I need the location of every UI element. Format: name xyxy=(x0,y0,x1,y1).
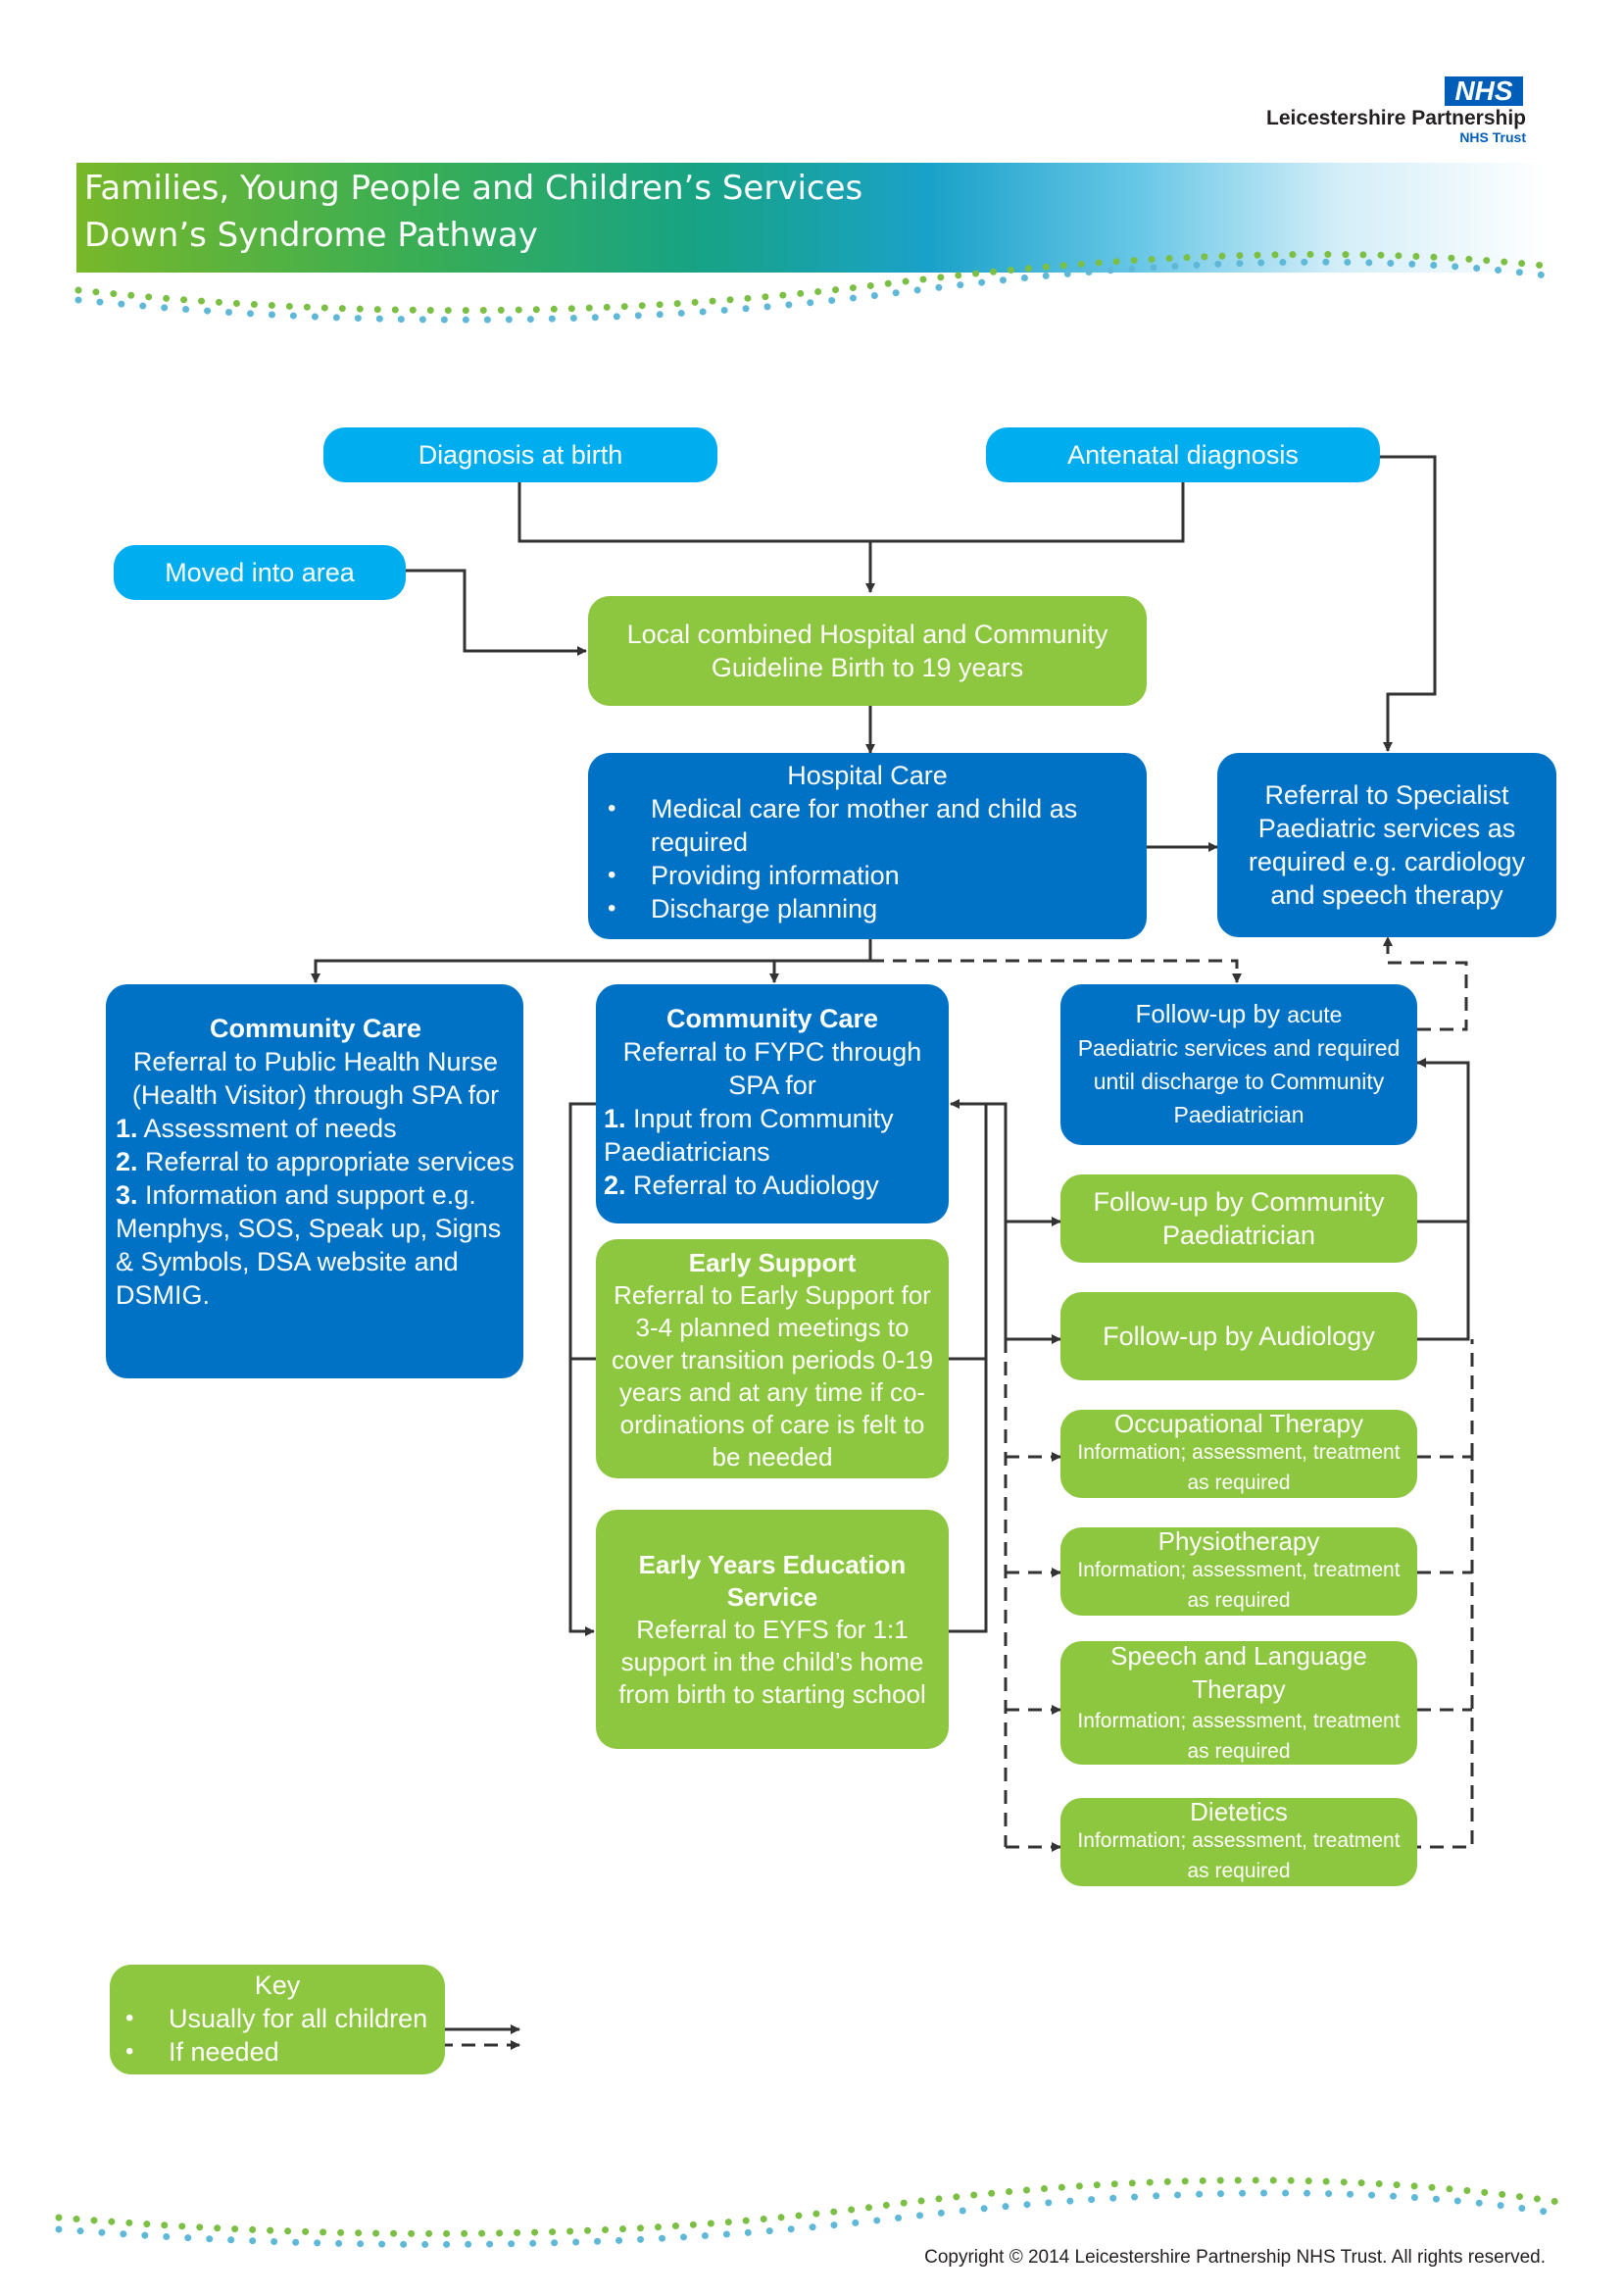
community-care-hv-item: 2. Referral to appropriate services xyxy=(116,1147,515,1176)
connector-hospital-community xyxy=(311,939,872,983)
specialist-referral-label: Referral to Specialist Paediatric servic… xyxy=(1248,780,1526,910)
early-years-education-node: Early Years Education Service Referral t… xyxy=(596,1510,949,1749)
key-list: Usually for all children If needed xyxy=(118,2002,437,2069)
community-care-fypc-node: Community Care Referral to FYPC through … xyxy=(596,984,949,1223)
occupational-therapy-sub: Information; assessment, treatment as re… xyxy=(1077,1441,1401,1494)
specialist-referral-node: Referral to Specialist Paediatric servic… xyxy=(1217,753,1556,937)
org-subtitle: NHS Trust xyxy=(1459,129,1526,145)
antenatal-diagnosis-label: Antenatal diagnosis xyxy=(1067,440,1299,470)
dietetics-sub: Information; assessment, treatment as re… xyxy=(1077,1829,1401,1882)
connector-mid-trunk xyxy=(986,1102,1008,1339)
community-care-hv-node: Community Care Referral to Public Health… xyxy=(106,984,523,1378)
org-name: Leicestershire Partnership xyxy=(1266,107,1526,129)
followup-community-label: Follow-up by Community Paediatrician xyxy=(1093,1187,1385,1250)
occupational-therapy-title: Occupational Therapy xyxy=(1114,1409,1363,1438)
hospital-care-title: Hospital Care xyxy=(787,761,948,790)
connector-antenatal xyxy=(870,478,1185,543)
occupational-therapy-node: Occupational Therapy Information; assess… xyxy=(1060,1410,1417,1498)
early-support-node: Early Support Referral to Early Support … xyxy=(596,1239,949,1478)
community-care-fypc-item: 1. Input from Community Paediatricians xyxy=(604,1104,894,1167)
antenatal-diagnosis-node: Antenatal diagnosis xyxy=(986,427,1380,482)
community-care-fypc-item: 2. Referral to Audiology xyxy=(604,1171,879,1200)
followup-audiology-label: Follow-up by Audiology xyxy=(1103,1322,1375,1351)
connector-diagnosis-birth xyxy=(517,478,870,543)
community-care-hv-item: 3. Information and support e.g. Menphys,… xyxy=(116,1180,502,1310)
connector-antenatal-specialist xyxy=(1380,455,1437,752)
hospital-care-node: Hospital Care Medical care for mother an… xyxy=(588,753,1147,939)
guideline-node: Local combined Hospital and Community Gu… xyxy=(588,596,1147,706)
physiotherapy-title: Physiotherapy xyxy=(1157,1526,1320,1556)
key-title: Key xyxy=(254,1971,301,2000)
title-line-2: Down’s Syndrome Pathway xyxy=(84,216,538,255)
followup-acute-line1b: acute xyxy=(1287,1002,1343,1027)
connector-return-aud xyxy=(1417,1222,1470,1341)
connector-return-comm xyxy=(1416,1058,1470,1223)
community-care-fypc-title: Community Care xyxy=(665,1004,879,1033)
key-dashed-label: If needed xyxy=(118,2035,437,2069)
connector-es-right xyxy=(947,1099,988,1361)
connector-dashed-return xyxy=(1417,1455,1474,1849)
hospital-care-item: Medical care for mother and child as req… xyxy=(600,792,1135,859)
physiotherapy-node: Physiotherapy Information; assessment, t… xyxy=(1060,1527,1417,1616)
dietetics-node: Dietetics Information; assessment, treat… xyxy=(1060,1798,1417,1886)
followup-community-node: Follow-up by Community Paediatrician xyxy=(1060,1174,1417,1263)
connector-eyes-right xyxy=(947,1359,988,1633)
followup-acute-node: Follow-up by acute Paediatric services a… xyxy=(1060,984,1417,1145)
diagnosis-at-birth-node: Diagnosis at birth xyxy=(323,427,717,482)
community-care-hv-item: 1. Assessment of needs xyxy=(116,1114,397,1143)
moved-into-area-label: Moved into area xyxy=(165,558,355,587)
physiotherapy-sub: Information; assessment, treatment as re… xyxy=(1077,1559,1401,1612)
community-care-hv-title: Community Care xyxy=(209,1014,422,1043)
connector-left-bracket xyxy=(568,1102,596,1636)
nhs-logo: NHS xyxy=(1445,76,1523,106)
diagnosis-at-birth-label: Diagnosis at birth xyxy=(418,440,623,470)
speech-language-therapy-node: Speech and Language Therapy Information;… xyxy=(1060,1641,1417,1765)
connector-dashed-acute-return xyxy=(1383,936,1468,1031)
connector-dashed-acute xyxy=(870,959,1242,983)
followup-acute-line1: Follow-up by xyxy=(1135,999,1280,1028)
early-years-education-title: Early Years Education Service xyxy=(638,1549,907,1612)
dietetics-title: Dietetics xyxy=(1190,1797,1288,1826)
early-support-title: Early Support xyxy=(688,1248,857,1277)
guideline-label: Local combined Hospital and Community Gu… xyxy=(626,620,1108,682)
followup-audiology-node: Follow-up by Audiology xyxy=(1060,1292,1417,1380)
speech-language-therapy-title: Speech and Language Therapy xyxy=(1110,1641,1367,1704)
page-title: Families, Young People and Children’s Se… xyxy=(84,165,862,259)
speech-language-therapy-sub: Information; assessment, treatment as re… xyxy=(1077,1710,1401,1763)
key-solid-label: Usually for all children xyxy=(118,2002,437,2035)
hospital-care-list: Medical care for mother and child as req… xyxy=(600,792,1135,925)
hospital-care-item: Discharge planning xyxy=(600,892,1135,925)
connector-moved xyxy=(405,569,587,656)
early-support-text: Referral to Early Support for 3-4 planne… xyxy=(611,1280,934,1472)
title-line-1: Families, Young People and Children’s Se… xyxy=(84,169,863,208)
early-years-education-text: Referral to EYFS for 1:1 support in the … xyxy=(618,1614,926,1709)
hospital-care-item: Providing information xyxy=(600,859,1135,892)
key-box: Key Usually for all children If needed xyxy=(110,1965,445,2074)
followup-acute-rest: Paediatric services and required until d… xyxy=(1077,1035,1401,1127)
moved-into-area-node: Moved into area xyxy=(114,545,406,600)
copyright-text: Copyright © 2014 Leicestershire Partners… xyxy=(924,2247,1546,2268)
community-care-hv-intro: Referral to Public Health Nurse (Health … xyxy=(131,1047,500,1110)
header-band xyxy=(76,163,1547,273)
community-care-fypc-intro: Referral to FYPC through SPA for xyxy=(622,1037,922,1100)
